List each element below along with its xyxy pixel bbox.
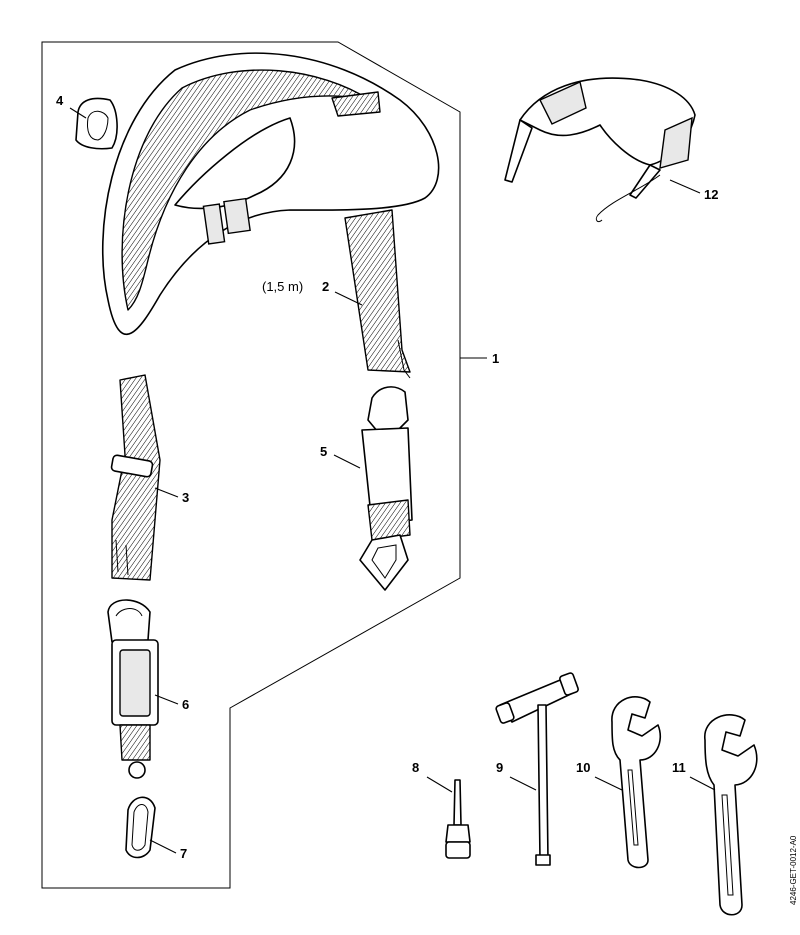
callout-1: 1: [492, 351, 499, 366]
callout-4: 4: [56, 93, 64, 108]
kit-boundary: [41, 41, 461, 889]
leader-7: [149, 839, 177, 854]
safety-glasses-12: [504, 77, 696, 223]
buckle-4: [75, 97, 118, 150]
buckle-pad-6: [107, 599, 159, 779]
leader-5: [333, 454, 361, 469]
strap-2: [344, 209, 411, 379]
leader-6: [154, 694, 179, 705]
leader-11: [689, 776, 716, 791]
leader-12: [669, 179, 701, 194]
wrench-10: [611, 696, 662, 869]
screwdriver-8: [445, 779, 471, 859]
reference-code: 4246-GET-0012-A0: [789, 835, 798, 905]
leader-4: [69, 107, 87, 119]
callout-8: 8: [412, 760, 419, 775]
strap-3: [110, 374, 161, 581]
leader-9: [509, 776, 537, 791]
callout-11: 11: [672, 760, 686, 775]
callout-7: 7: [180, 846, 187, 861]
callout-6: 6: [182, 697, 189, 712]
callout-2-note: (1,5 m): [262, 279, 303, 294]
callout-12: 12: [704, 187, 718, 202]
leader-3: [154, 487, 179, 498]
wrench-11: [704, 714, 758, 916]
t-wrench-9: [495, 672, 579, 866]
carabiner-7: [125, 796, 156, 859]
leader-2: [334, 291, 363, 306]
leader-8: [426, 776, 453, 793]
leader-10: [594, 776, 623, 791]
callout-5: 5: [320, 444, 327, 459]
callout-3: 3: [182, 490, 189, 505]
callout-2: 2: [322, 279, 329, 294]
connector-5: [359, 386, 413, 591]
shoulder-pad: [101, 52, 440, 336]
callout-9: 9: [496, 760, 503, 775]
callout-10: 10: [576, 760, 590, 775]
